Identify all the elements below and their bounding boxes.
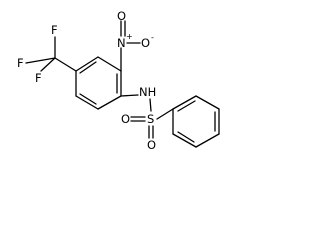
bond xyxy=(172,133,197,148)
fluorine-atom-left: F xyxy=(17,56,24,70)
nitro-oxygen-atom-right: O xyxy=(141,36,150,50)
nitro-minus-charge: - xyxy=(151,33,154,42)
double-bond-inner xyxy=(79,61,97,74)
trifluoromethyl-group: F F F xyxy=(17,23,77,85)
bond xyxy=(195,133,220,148)
sulfonyl-oxygen-atom-left: O xyxy=(121,112,130,126)
sulfur-atom: S xyxy=(147,112,154,126)
amine-nh-group: NH xyxy=(139,85,156,99)
double-bond-inner xyxy=(79,93,97,105)
bond xyxy=(97,56,122,72)
bond xyxy=(195,95,220,110)
fluorine-atom-bottom: F xyxy=(35,71,42,85)
bond xyxy=(172,95,197,110)
bond xyxy=(97,95,122,110)
bond xyxy=(25,57,56,64)
bond xyxy=(149,98,152,112)
aromatic-ring-nitrophenyl xyxy=(75,56,122,110)
bond xyxy=(120,94,139,97)
bond xyxy=(54,57,77,72)
aromatic-ring-phenyl xyxy=(172,95,220,148)
chemical-structure: F F F N + O O - NH S O O xyxy=(17,9,220,152)
bond xyxy=(75,56,99,72)
sulfonyl-oxygen-atom-bottom: O xyxy=(147,138,156,152)
nitro-oxygen-atom-top: O xyxy=(117,9,126,23)
sulfonamide-group: NH S O O xyxy=(120,85,174,152)
bond xyxy=(156,108,174,120)
bond xyxy=(40,57,56,72)
double-bond-inner xyxy=(177,131,195,143)
double-bond-inner xyxy=(177,100,196,112)
nitro-nitrogen-atom: N xyxy=(117,36,126,50)
nitro-plus-charge: + xyxy=(126,32,133,41)
fluorine-atom-top: F xyxy=(51,23,58,37)
bond xyxy=(75,95,99,110)
nitro-group: N + O O - xyxy=(117,9,154,72)
